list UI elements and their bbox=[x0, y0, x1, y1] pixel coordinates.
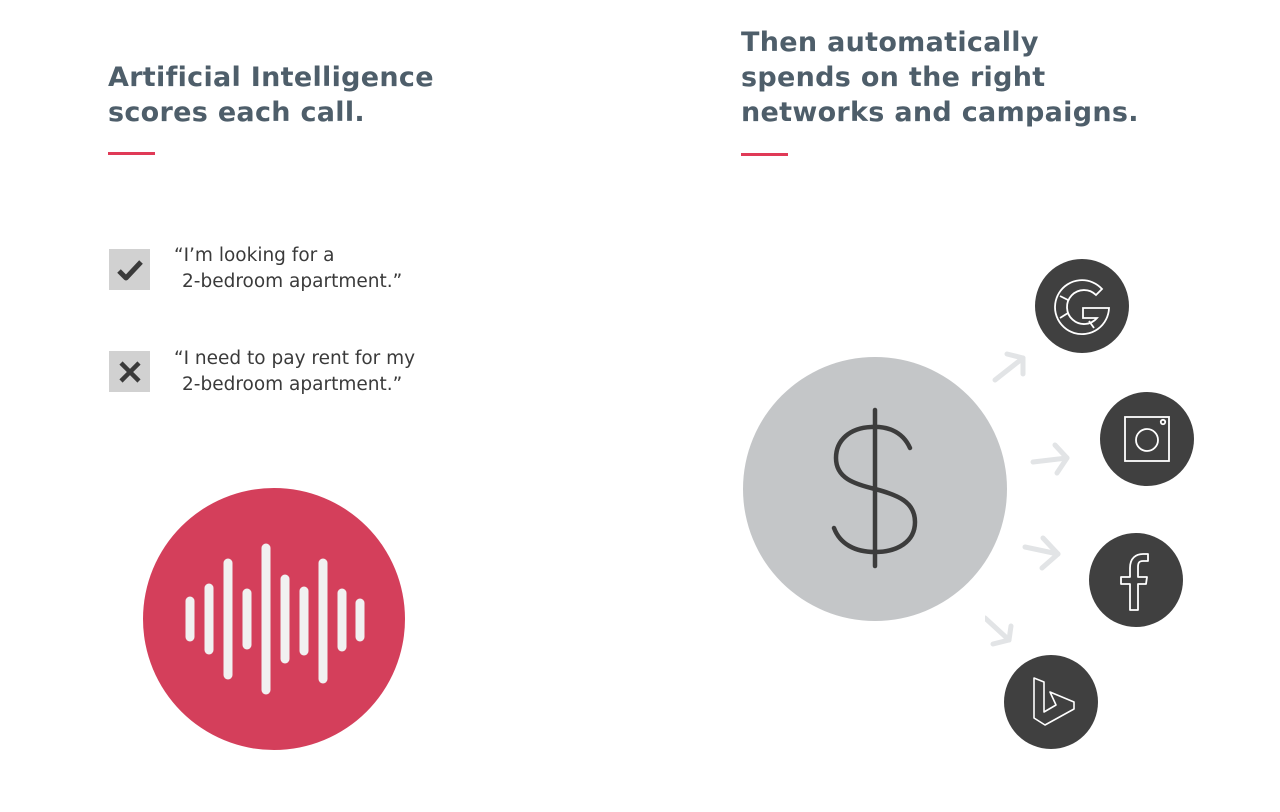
check-icon bbox=[116, 259, 143, 280]
quote-line: “I’m looking for a bbox=[174, 245, 335, 266]
facebook-icon[interactable] bbox=[1088, 532, 1184, 628]
sound-wave-icon bbox=[143, 488, 405, 750]
flow-arrows bbox=[985, 351, 1070, 647]
dollar-icon bbox=[743, 357, 1007, 621]
left-heading: Artificial Intelligence scores each call… bbox=[108, 60, 434, 130]
bing-icon[interactable] bbox=[1003, 654, 1099, 750]
right-heading-line-2: spends on the right bbox=[741, 62, 1046, 93]
right-heading-line-3: networks and campaigns. bbox=[741, 97, 1139, 128]
approved-example-quote: “I’m looking for a 2-bedroom apartment.” bbox=[174, 243, 402, 295]
x-icon bbox=[118, 360, 141, 383]
rejected-example-quote: “I need to pay rent for my 2-bedroom apa… bbox=[174, 346, 415, 398]
arrow-icon bbox=[1030, 442, 1070, 476]
quote-line: 2-bedroom apartment.” bbox=[182, 374, 403, 395]
right-heading-line-1: Then automatically bbox=[741, 27, 1039, 58]
google-icon[interactable] bbox=[1034, 258, 1130, 354]
instagram-icon[interactable] bbox=[1099, 391, 1195, 487]
arrow-icon bbox=[1022, 535, 1061, 571]
left-heading-line-2: scores each call. bbox=[108, 97, 365, 128]
rejected-badge bbox=[109, 351, 150, 392]
arrow-icon bbox=[985, 615, 1014, 647]
right-heading: Then automatically spends on the right n… bbox=[741, 25, 1139, 130]
right-heading-underline bbox=[741, 153, 788, 156]
arrow-icon bbox=[992, 351, 1026, 383]
quote-line: “I need to pay rent for my bbox=[174, 348, 416, 369]
left-heading-underline bbox=[108, 152, 155, 155]
left-heading-line-1: Artificial Intelligence bbox=[108, 62, 434, 93]
approved-badge bbox=[109, 249, 150, 290]
quote-line: 2-bedroom apartment.” bbox=[182, 271, 403, 292]
